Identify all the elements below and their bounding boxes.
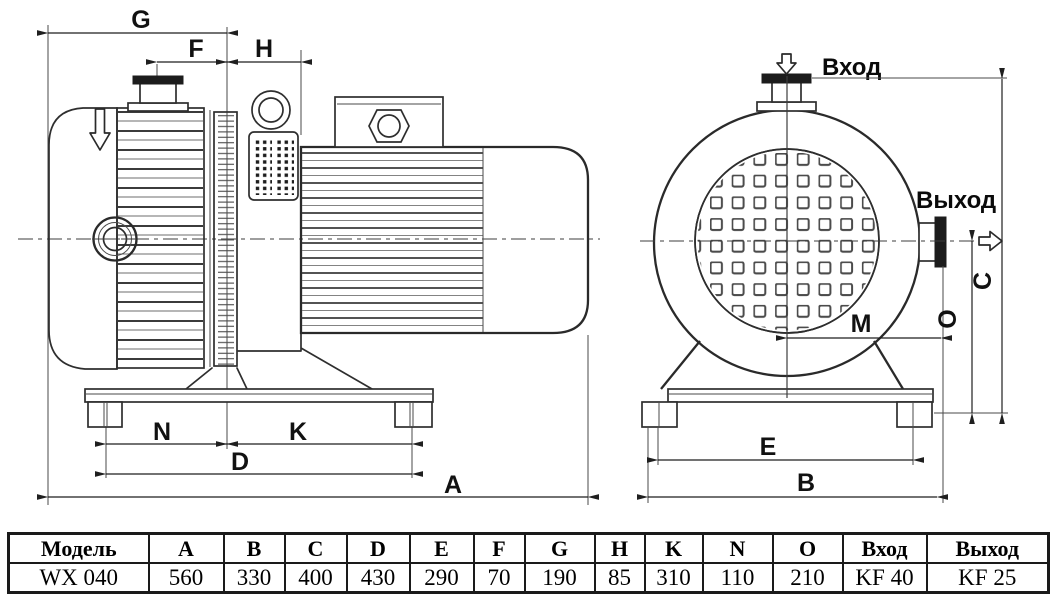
motor-body bbox=[299, 145, 590, 335]
flow-arrow-down-icon bbox=[89, 108, 111, 151]
table-cell: 330 bbox=[222, 562, 286, 594]
flow-arrow-right-icon bbox=[978, 230, 1003, 252]
foot bbox=[394, 401, 433, 428]
side-view: G F H N K D A bbox=[18, 6, 600, 505]
table-header-cell: C bbox=[283, 532, 348, 564]
table-cell: 190 bbox=[523, 562, 596, 594]
dim-label-o: O bbox=[934, 309, 962, 328]
table-cell: 210 bbox=[771, 562, 844, 594]
outlet-port bbox=[918, 216, 947, 268]
table-cell: 290 bbox=[408, 562, 475, 594]
table-header-cell: Модель bbox=[7, 532, 150, 564]
pump-finned-block bbox=[116, 107, 211, 369]
foot bbox=[896, 401, 933, 428]
table-header-cell: Выход bbox=[925, 532, 1050, 564]
dim-label-k: K bbox=[289, 418, 307, 446]
table-header-cell: O bbox=[771, 532, 844, 564]
table-cell: KF 40 bbox=[841, 562, 928, 594]
table-cell: KF 25 bbox=[925, 562, 1050, 594]
outlet-flange bbox=[934, 216, 947, 268]
base-plate bbox=[84, 388, 434, 403]
dim-label-a: A bbox=[444, 471, 462, 499]
table-row: WX 040 560 330 400 430 290 70 190 85 310… bbox=[7, 562, 1050, 594]
table-cell: 310 bbox=[643, 562, 704, 594]
table-header-cell: E bbox=[408, 532, 475, 564]
table-header-cell: B bbox=[222, 532, 286, 564]
hex-bolt-icon bbox=[368, 109, 410, 143]
pump-front-cover bbox=[48, 107, 118, 370]
terminal-box bbox=[334, 96, 444, 148]
extension-lines bbox=[47, 25, 589, 505]
dim-label-d: D bbox=[231, 448, 249, 476]
dim-label-h: H bbox=[255, 35, 273, 63]
outlet-label: Выход bbox=[916, 187, 996, 214]
flow-arrow-down-icon bbox=[776, 53, 797, 75]
foot bbox=[87, 401, 123, 428]
model-cell: WX 040 bbox=[7, 562, 150, 594]
inlet-port-side bbox=[127, 75, 189, 112]
table-cell: 560 bbox=[147, 562, 225, 594]
table-header-row: Модель A B C D E F G H K N O Вход Выход bbox=[7, 532, 1050, 564]
table-header-cell: G bbox=[523, 532, 596, 564]
table-cell: 400 bbox=[283, 562, 348, 594]
dimension-table: Модель A B C D E F G H K N O Вход Выход … bbox=[7, 532, 1050, 594]
inlet-flange bbox=[132, 75, 184, 85]
dim-label-n: N bbox=[153, 418, 171, 446]
front-dimensions: M E B O C bbox=[636, 67, 1005, 500]
table-header-cell: K bbox=[643, 532, 704, 564]
technical-drawing: G F H N K D A bbox=[18, 6, 1008, 505]
support-brackets bbox=[185, 332, 373, 390]
foot bbox=[641, 401, 678, 428]
table-header-cell: F bbox=[472, 532, 526, 564]
exhaust-port bbox=[251, 90, 291, 130]
front-view: Вход Выход M E B O C bbox=[636, 53, 1008, 503]
table-header-cell: Вход bbox=[841, 532, 928, 564]
dim-label-c: C bbox=[969, 272, 997, 290]
table-header-cell: N bbox=[701, 532, 774, 564]
dim-label-e: E bbox=[760, 433, 777, 461]
table-cell: 110 bbox=[701, 562, 774, 594]
table-header-cell: A bbox=[147, 532, 225, 564]
front-support bbox=[660, 340, 934, 403]
table-header-cell: D bbox=[345, 532, 411, 564]
dim-label-b: B bbox=[797, 469, 815, 497]
coupling-band bbox=[213, 111, 238, 367]
dim-label-m: M bbox=[851, 310, 872, 338]
exhaust-box bbox=[248, 90, 299, 201]
dim-label-f: F bbox=[188, 35, 203, 63]
table-cell: 430 bbox=[345, 562, 411, 594]
side-dimensions: G F H N K D A bbox=[36, 6, 600, 500]
sight-glass bbox=[92, 216, 138, 262]
table-cell: 70 bbox=[472, 562, 526, 594]
inlet-label: Вход bbox=[822, 54, 881, 81]
dim-label-g: G bbox=[131, 6, 150, 34]
table-header-cell: H bbox=[593, 532, 646, 564]
table-cell: 85 bbox=[593, 562, 646, 594]
